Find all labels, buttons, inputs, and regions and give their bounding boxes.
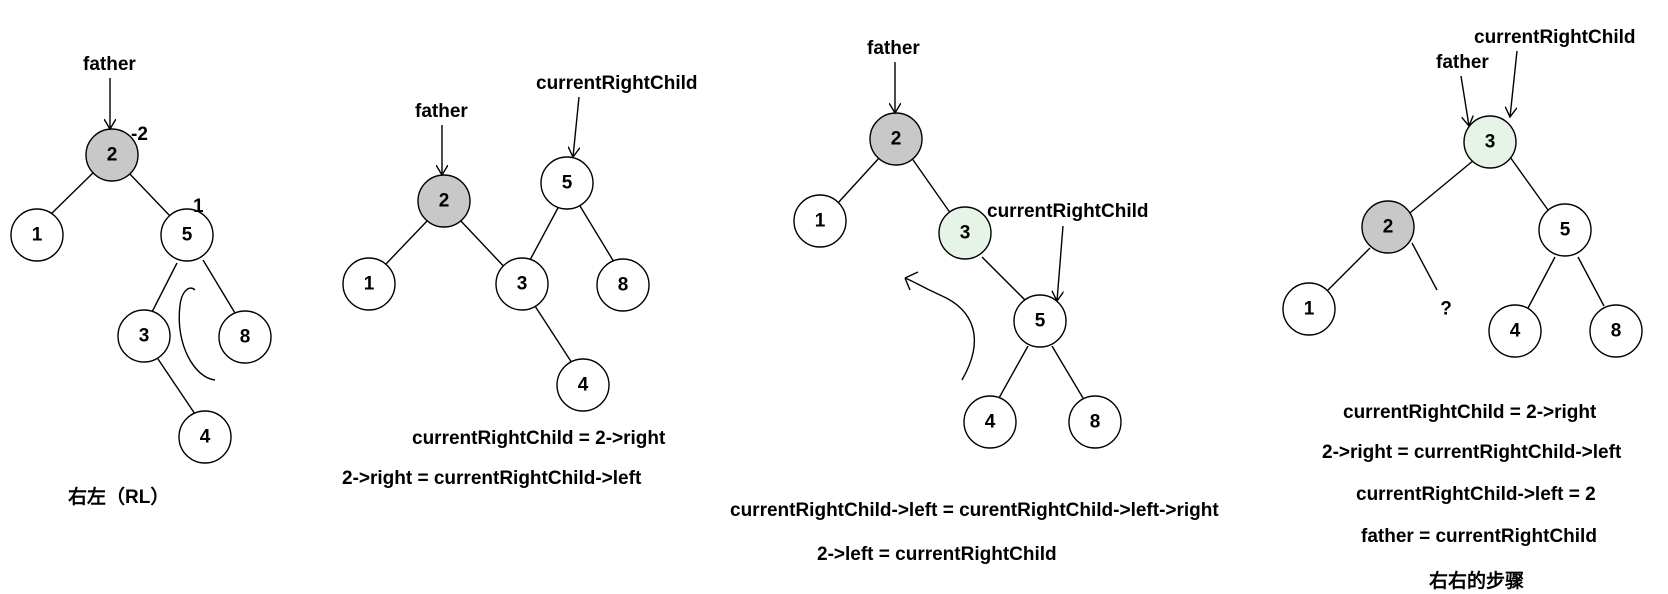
edge-3-4 — [534, 305, 573, 364]
svg-text:4: 4 — [578, 375, 589, 396]
panel-rl: 2 1 5 3 8 4 father -2 1 右左（RL） — [10, 54, 272, 508]
node-2: 2 — [1361, 200, 1415, 254]
balance-label-node-5: 1 — [193, 196, 204, 217]
caption-line-1: currentRightChild = 2->right — [1343, 402, 1597, 423]
edge-2-1 — [836, 156, 881, 205]
caption-line-2: 2->right = currentRightChild->left — [1322, 442, 1622, 463]
node-4: 4 — [1488, 304, 1542, 358]
current-right-child-label: currentRightChild — [987, 201, 1149, 222]
svg-text:1: 1 — [1304, 299, 1315, 320]
edge-2-5 — [125, 169, 171, 217]
svg-text:3: 3 — [139, 326, 150, 347]
node-5: 5 — [1013, 294, 1067, 348]
node-4: 4 — [178, 410, 232, 464]
edge-3-2 — [1404, 159, 1475, 218]
caption-rl: 右左（RL） — [67, 485, 169, 508]
svg-text:4: 4 — [200, 427, 211, 448]
father-label: father — [867, 38, 920, 59]
svg-text:2: 2 — [1383, 217, 1394, 238]
svg-text:2: 2 — [107, 145, 118, 166]
svg-text:3: 3 — [960, 223, 971, 244]
svg-text:3: 3 — [517, 274, 528, 295]
svg-text:5: 5 — [1560, 220, 1571, 241]
node-1: 1 — [10, 208, 64, 262]
svg-text:4: 4 — [985, 412, 996, 433]
rotation-curve — [178, 287, 216, 381]
svg-text:5: 5 — [562, 173, 573, 194]
edge-2-1 — [1321, 247, 1371, 297]
svg-text:8: 8 — [1090, 412, 1101, 433]
node-1: 1 — [342, 257, 396, 311]
node-8: 8 — [596, 258, 650, 312]
caption-line-4: father = currentRightChild — [1361, 526, 1597, 547]
svg-text:1: 1 — [815, 211, 826, 232]
edge-5-8 — [1577, 256, 1605, 307]
current-right-child-label: currentRightChild — [1474, 27, 1636, 48]
node-4: 4 — [556, 358, 610, 412]
node-3: 3 — [495, 257, 549, 311]
node-2: 2 — [417, 174, 471, 228]
caption-line-2: 2->right = currentRightChild->left — [342, 468, 642, 489]
svg-text:8: 8 — [240, 327, 251, 348]
svg-text:2: 2 — [891, 129, 902, 150]
edge-5-8 — [1051, 345, 1084, 399]
svg-text:1: 1 — [32, 225, 43, 246]
edge-3-5 — [1509, 156, 1549, 211]
caption-line-1: currentRightChild->left = curentRightChi… — [730, 500, 1219, 521]
edge-5-3 — [151, 262, 178, 313]
node-3: 3 — [938, 206, 992, 260]
edge-5-3 — [529, 205, 560, 261]
caption-line-3: currentRightChild->left = 2 — [1356, 484, 1596, 505]
node-5: 5 — [540, 156, 594, 210]
father-label: father — [1436, 52, 1489, 73]
node-4: 4 — [963, 395, 1017, 449]
svg-text:2: 2 — [439, 191, 450, 212]
edge-2-1 — [384, 219, 429, 266]
edge-5-8 — [579, 205, 615, 263]
node-8: 8 — [1589, 304, 1643, 358]
node-1: 1 — [793, 194, 847, 248]
node-8: 8 — [1068, 395, 1122, 449]
rotation-curve — [904, 271, 976, 381]
node-5: 5 — [160, 208, 214, 262]
panel-step2: 2 1 3 5 4 8 father currentRightChild cur… — [730, 38, 1219, 565]
father-label: father — [415, 101, 468, 122]
current-right-child-label: currentRightChild — [536, 73, 698, 94]
current-right-child-arrow — [1057, 225, 1063, 301]
svg-text:3: 3 — [1485, 132, 1496, 153]
node-5: 5 — [1538, 203, 1592, 257]
svg-text:5: 5 — [1035, 311, 1046, 332]
current-right-child-arrow — [1510, 50, 1518, 117]
caption-line-2: 2->left = currentRightChild — [817, 544, 1057, 565]
node-1: 1 — [1282, 282, 1336, 336]
caption-line-5: 右右的步骤 — [1428, 569, 1524, 592]
current-right-child-arrow — [573, 96, 579, 157]
panel-step1: 2 1 3 4 5 8 father currentRightChild cur… — [342, 73, 698, 489]
node-3: 3 — [117, 309, 171, 363]
edge-2-3 — [458, 218, 511, 274]
node-2: 2 — [869, 112, 923, 166]
father-arrow — [1460, 75, 1469, 126]
balance-label-node-2: -2 — [131, 124, 148, 145]
father-label: father — [83, 54, 136, 75]
edge-5-4 — [1526, 256, 1556, 311]
edge-5-4 — [998, 345, 1029, 399]
edge-3-4 — [157, 358, 196, 415]
panel-step3: 3 2 5 1 ? 4 8 currentRightChild father c… — [1282, 27, 1643, 592]
node-8: 8 — [218, 310, 272, 364]
svg-text:5: 5 — [182, 225, 193, 246]
svg-text:8: 8 — [1611, 321, 1622, 342]
caption-line-1: currentRightChild = 2->right — [412, 428, 666, 449]
svg-text:1: 1 — [364, 274, 375, 295]
node-3: 3 — [1463, 115, 1517, 169]
edge-5-8 — [202, 259, 236, 314]
svg-text:8: 8 — [618, 275, 629, 296]
edge-2-3 — [910, 156, 952, 215]
node-question: ? — [1440, 299, 1452, 320]
edge-2-1 — [48, 169, 97, 217]
edge-2-question — [1411, 242, 1438, 291]
svg-text:4: 4 — [1510, 321, 1521, 342]
edge-3-5 — [981, 256, 1026, 301]
